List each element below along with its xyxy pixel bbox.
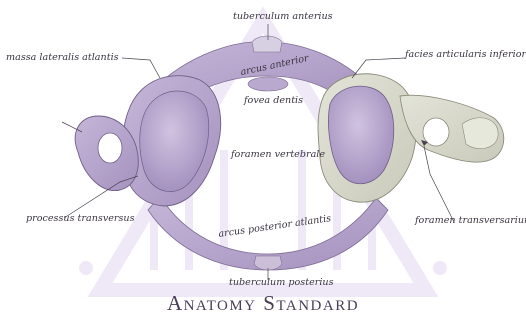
facies-articularis-right <box>328 86 393 184</box>
label-foramen-vertebrale: foramen vertebrale <box>231 150 325 160</box>
label-tuberculum-posterius: tuberculum posterius <box>229 278 334 288</box>
label-massa-lateralis: massa lateralis atlantis <box>6 53 119 63</box>
label-processus-transversus: processus transversus <box>26 214 135 224</box>
label-foramen-transversarium: foramen transversarium <box>415 216 526 226</box>
label-fovea-dentis: fovea dentis <box>244 96 303 106</box>
label-tuberculum-anterius: tuberculum anterius <box>233 12 333 22</box>
fovea-dentis <box>248 77 288 91</box>
tuberculum-posterius-bone <box>254 256 282 270</box>
foramen-transversarium-left <box>98 133 122 163</box>
tuberculum-anterius-bone <box>252 36 282 52</box>
brand-watermark-text: Anatomy Standard <box>0 293 526 314</box>
processus-tip-right <box>462 118 498 149</box>
label-facies-articularis: facies articularis inferior <box>405 50 526 60</box>
